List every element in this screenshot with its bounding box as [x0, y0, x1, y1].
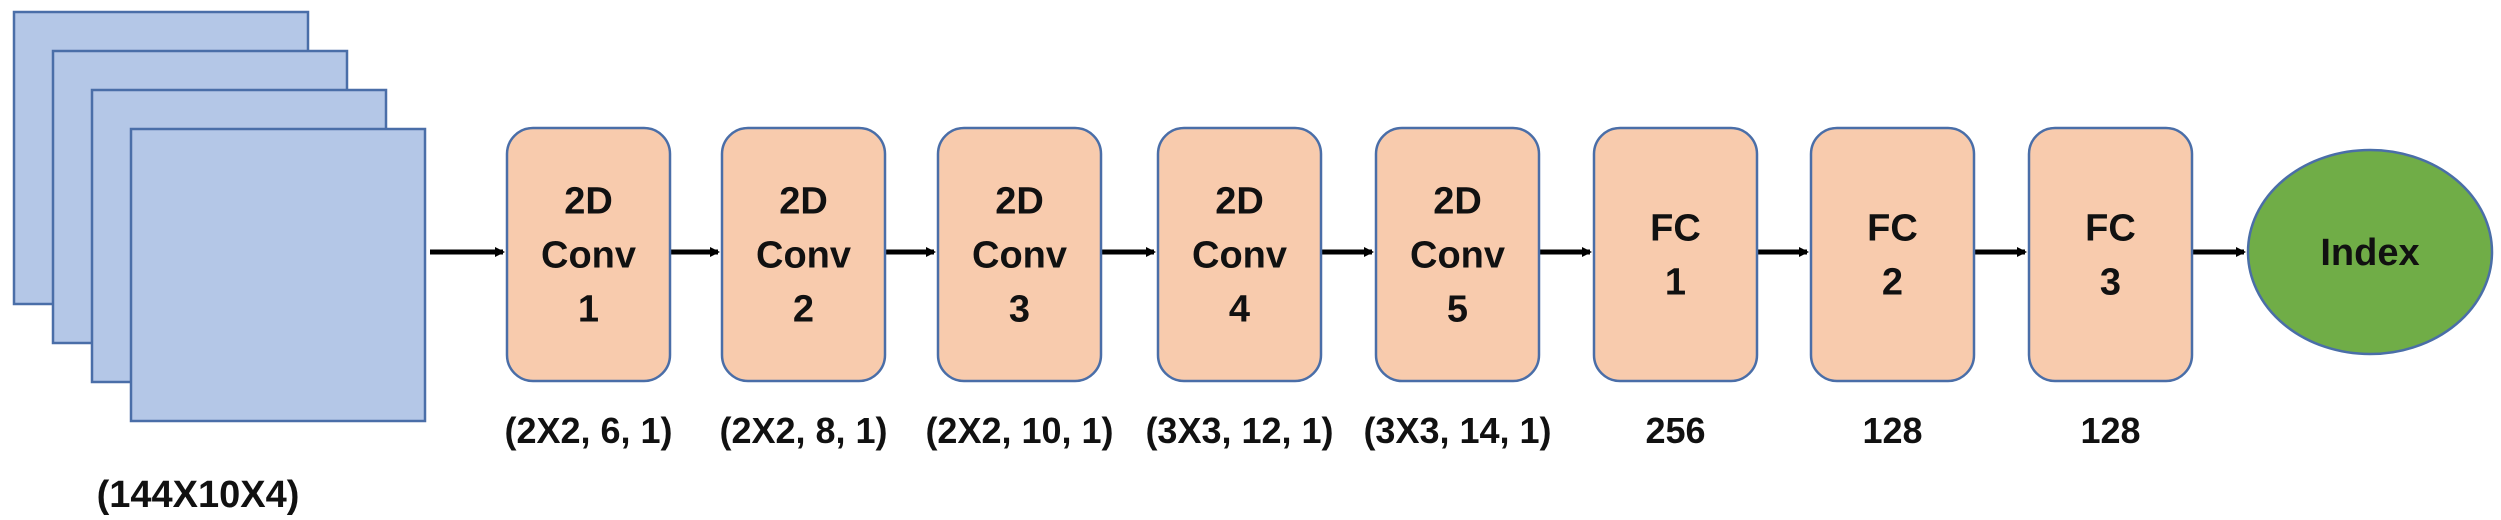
layer-block-caption: 128: [1862, 410, 1922, 451]
layer-block-label-line: Conv: [1410, 235, 1505, 277]
layer-block-label-line: Conv: [541, 235, 636, 277]
layer-block-2: 2D Conv 2 (2X2, 8, 1): [719, 126, 888, 451]
layer-block-box: [2027, 126, 2194, 383]
output-ellipse: [2246, 148, 2494, 356]
layer-block-label-line: FC: [1867, 208, 1918, 250]
layer-block-5: 2D Conv 5 (3X3, 14, 1): [1363, 126, 1552, 451]
layer-block-box: [1374, 126, 1541, 383]
layer-block-4: 2D Conv 4 (3X3, 12, 1): [1145, 126, 1334, 451]
layer-block-label-line: 3: [2100, 262, 2121, 304]
layer-block-caption: 128: [2080, 410, 2140, 451]
layer-block-8: FC 3 128: [2027, 126, 2194, 451]
input-tensor-stack: [12, 10, 427, 423]
output-node: Index: [2246, 148, 2494, 356]
layer-block-label-line: 4: [1229, 289, 1250, 331]
layer-block-label-line: FC: [1650, 208, 1701, 250]
layer-block-label-line: Conv: [1192, 235, 1287, 277]
layer-block-box: [1592, 126, 1759, 383]
layer-block-label-line: 5: [1447, 289, 1468, 331]
layer-block-label-line: FC: [2085, 208, 2136, 250]
layer-block-box: [505, 126, 672, 383]
layer-blocks: 2D Conv 1 (2X2, 6, 1) 2D Conv 2 (2X2, 8, 1) 2D Co…: [504, 126, 2194, 451]
input-shape-caption: (144X10X4): [97, 474, 300, 516]
layer-block-label-line: 1: [578, 289, 599, 331]
layer-block-box: [1809, 126, 1976, 383]
layer-block-label-line: 2D: [779, 181, 828, 223]
layer-block-label-line: 2D: [1433, 181, 1482, 223]
layer-block-label-line: 2: [793, 289, 814, 331]
layer-block-box: [720, 126, 887, 383]
layer-block-caption: (3X3, 12, 1): [1145, 410, 1333, 451]
layer-block-caption: (3X3, 14, 1): [1363, 410, 1551, 451]
layer-block-label-line: 1: [1665, 262, 1686, 304]
layer-block-caption: (2X2, 8, 1): [719, 410, 887, 451]
layer-block-label-line: 3: [1009, 289, 1030, 331]
output-label: Index: [2320, 232, 2419, 274]
layer-block-1: 2D Conv 1 (2X2, 6, 1): [504, 126, 673, 451]
layer-block-6: FC 1 256: [1592, 126, 1759, 451]
layer-block-label-line: 2: [1882, 262, 1903, 304]
layer-block-label-line: 2D: [564, 181, 613, 223]
layer-block-box: [936, 126, 1103, 383]
layer-block-label-line: Conv: [756, 235, 851, 277]
layer-block-caption: (2X2, 6, 1): [504, 410, 672, 451]
layer-block-label-line: 2D: [1215, 181, 1264, 223]
input-layer-4: [129, 127, 427, 423]
layer-block-7: FC 2 128: [1809, 126, 1976, 451]
layer-block-label-line: 2D: [995, 181, 1044, 223]
layer-block-caption: (2X2, 10, 1): [925, 410, 1113, 451]
layer-block-box: [1156, 126, 1323, 383]
layer-block-label-line: Conv: [972, 235, 1067, 277]
layer-block-caption: 256: [1645, 410, 1705, 451]
layer-block-3: 2D Conv 3 (2X2, 10, 1): [925, 126, 1114, 451]
